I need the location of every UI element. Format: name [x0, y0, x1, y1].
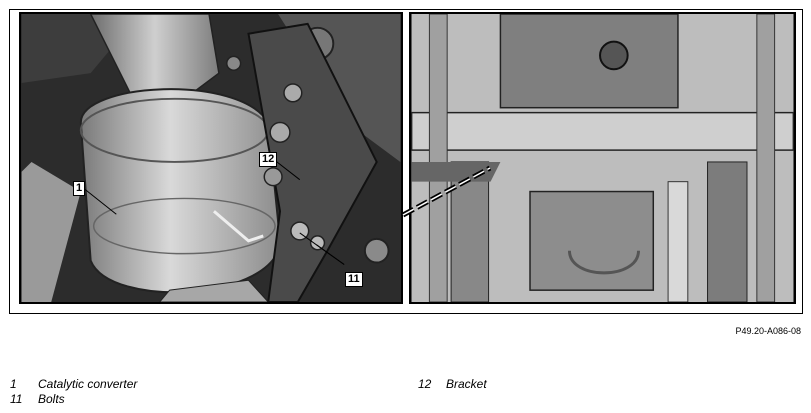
bracket-shape: [247, 22, 378, 302]
legend-label: Bracket: [446, 377, 487, 391]
legend-label: Catalytic converter: [38, 377, 138, 391]
oil-pan-shape: [529, 190, 655, 291]
bolt-upper: [290, 221, 310, 241]
callout-11: 11: [345, 272, 363, 287]
crossmember-shape: [411, 111, 794, 151]
bolt-lower: [309, 235, 326, 251]
callout-1: 1: [73, 181, 86, 196]
legend-item: 12 Bracket: [418, 377, 487, 391]
overview-panel: [409, 12, 796, 304]
legend-item: 1 Catalytic converter: [10, 377, 137, 391]
legend-item: 11 Bolts: [10, 392, 65, 406]
catalytic-converter-shape: [79, 88, 282, 294]
legend-number: 1: [10, 377, 17, 391]
location-pointer: [401, 165, 492, 218]
legend-number: 11: [10, 392, 23, 406]
detail-view-panel: [19, 12, 403, 304]
callout-12: 12: [259, 152, 278, 167]
legend-label: Bolts: [38, 392, 65, 406]
catalytic-converter-illustration: [21, 14, 401, 302]
legend-number: 12: [418, 377, 432, 391]
reference-code: P49.20-A086-08: [735, 326, 801, 336]
underbody-illustration: [411, 14, 794, 302]
